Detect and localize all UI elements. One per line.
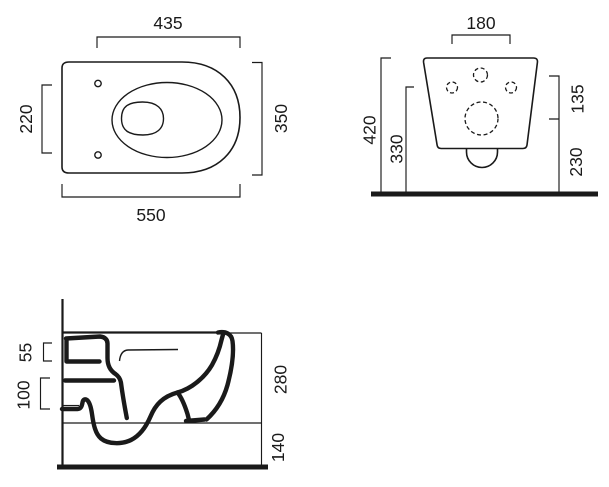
plan-water-surface [120,101,165,136]
side-left-lower-dim-line [39,377,50,410]
front-body-outline [422,57,539,150]
plan-bottom-dim-line [61,184,241,198]
side-right-lower-dim-label: 140 [268,433,288,462]
front-fixing-hole-right [504,81,518,94]
plan-right-dim-line [252,61,263,176]
front-far-left-dim-label: 420 [360,115,380,144]
front-right-dim-line [549,75,560,192]
front-right-upper-dim-label: 135 [568,84,588,113]
plan-top-dim-line [96,36,241,48]
front-outlet-hole [464,101,499,136]
side-left-upper-dim-label: 55 [16,343,36,362]
plan-seat-opening [111,81,223,159]
front-inner-left-dim-label: 330 [387,134,407,163]
front-far-left-dim-line [380,57,391,192]
side-rim-inner-branch [175,390,192,423]
plan-view: 435 550 220 350 [16,13,291,225]
plan-hinge-hole-bottom [94,151,102,159]
side-bowl-bottom-edge [183,417,207,424]
side-left-lower-dim-label: 100 [14,380,34,409]
side-trap-and-bowl-profile [59,332,226,446]
plan-left-dim-label: 220 [16,104,36,133]
side-view: 55 100 280 140 [14,299,291,470]
side-water-line [118,348,179,362]
plan-top-dim-label: 435 [153,13,182,33]
front-top-dim-line [451,34,511,44]
plan-bottom-dim-label: 550 [136,205,165,225]
side-left-upper-dim-line [42,342,52,362]
front-inner-left-dim-line [405,86,414,192]
plan-hinge-hole-top [94,79,102,88]
front-view: 180 420 330 135 230 [360,13,598,197]
side-front-outer-profile [204,329,236,422]
front-water-inlet-hole [472,67,489,83]
front-fixing-hole-left [445,81,459,94]
side-right-upper-dim-label: 280 [271,365,291,394]
front-trap-outlet [465,148,499,169]
side-inlet-duct [63,334,129,421]
plan-left-dim-line [41,84,52,154]
plan-right-dim-label: 350 [271,104,291,133]
plan-bowl-outline [61,61,241,174]
front-top-dim-label: 180 [466,13,495,33]
front-right-lower-dim-label: 230 [566,147,586,176]
